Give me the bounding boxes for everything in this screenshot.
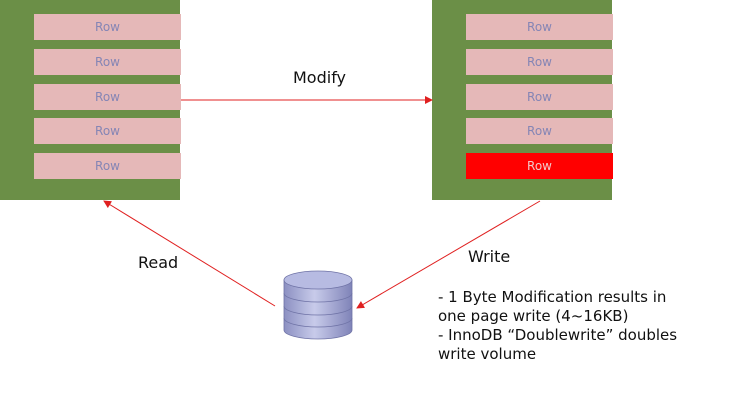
right-page-row-1: Row bbox=[466, 14, 613, 40]
right-page-row-3: Row bbox=[466, 84, 613, 110]
left-page-row-1: Row bbox=[34, 14, 181, 40]
modify-label: Modify bbox=[293, 68, 347, 87]
write-arrow bbox=[356, 200, 541, 309]
note-line-2: one page write (4~16KB) bbox=[438, 307, 629, 325]
read-arrow bbox=[103, 200, 276, 307]
left-page-row-3: Row bbox=[34, 84, 181, 110]
note-line-3: - InnoDB “Doublewrite” doubles bbox=[438, 326, 678, 344]
right-page-row-4: Row bbox=[466, 118, 613, 144]
left-page-row-2: Row bbox=[34, 49, 181, 75]
right-page-row-5-modified: Row bbox=[466, 153, 613, 179]
database-icon bbox=[283, 270, 353, 340]
note-line-1: - 1 Byte Modification results in bbox=[438, 288, 667, 306]
right-memory-page: Row Row Row Row Row bbox=[432, 0, 613, 200]
write-label: Write bbox=[468, 247, 511, 266]
left-page-row-5: Row bbox=[34, 153, 181, 179]
left-page-row-4: Row bbox=[34, 118, 181, 144]
notes-block: - 1 Byte Modification results in one pag… bbox=[438, 288, 730, 364]
right-page-row-2: Row bbox=[466, 49, 613, 75]
note-line-4: write volume bbox=[438, 345, 537, 363]
read-label: Read bbox=[138, 253, 179, 272]
left-memory-page: Row Row Row Row Row bbox=[0, 0, 181, 200]
